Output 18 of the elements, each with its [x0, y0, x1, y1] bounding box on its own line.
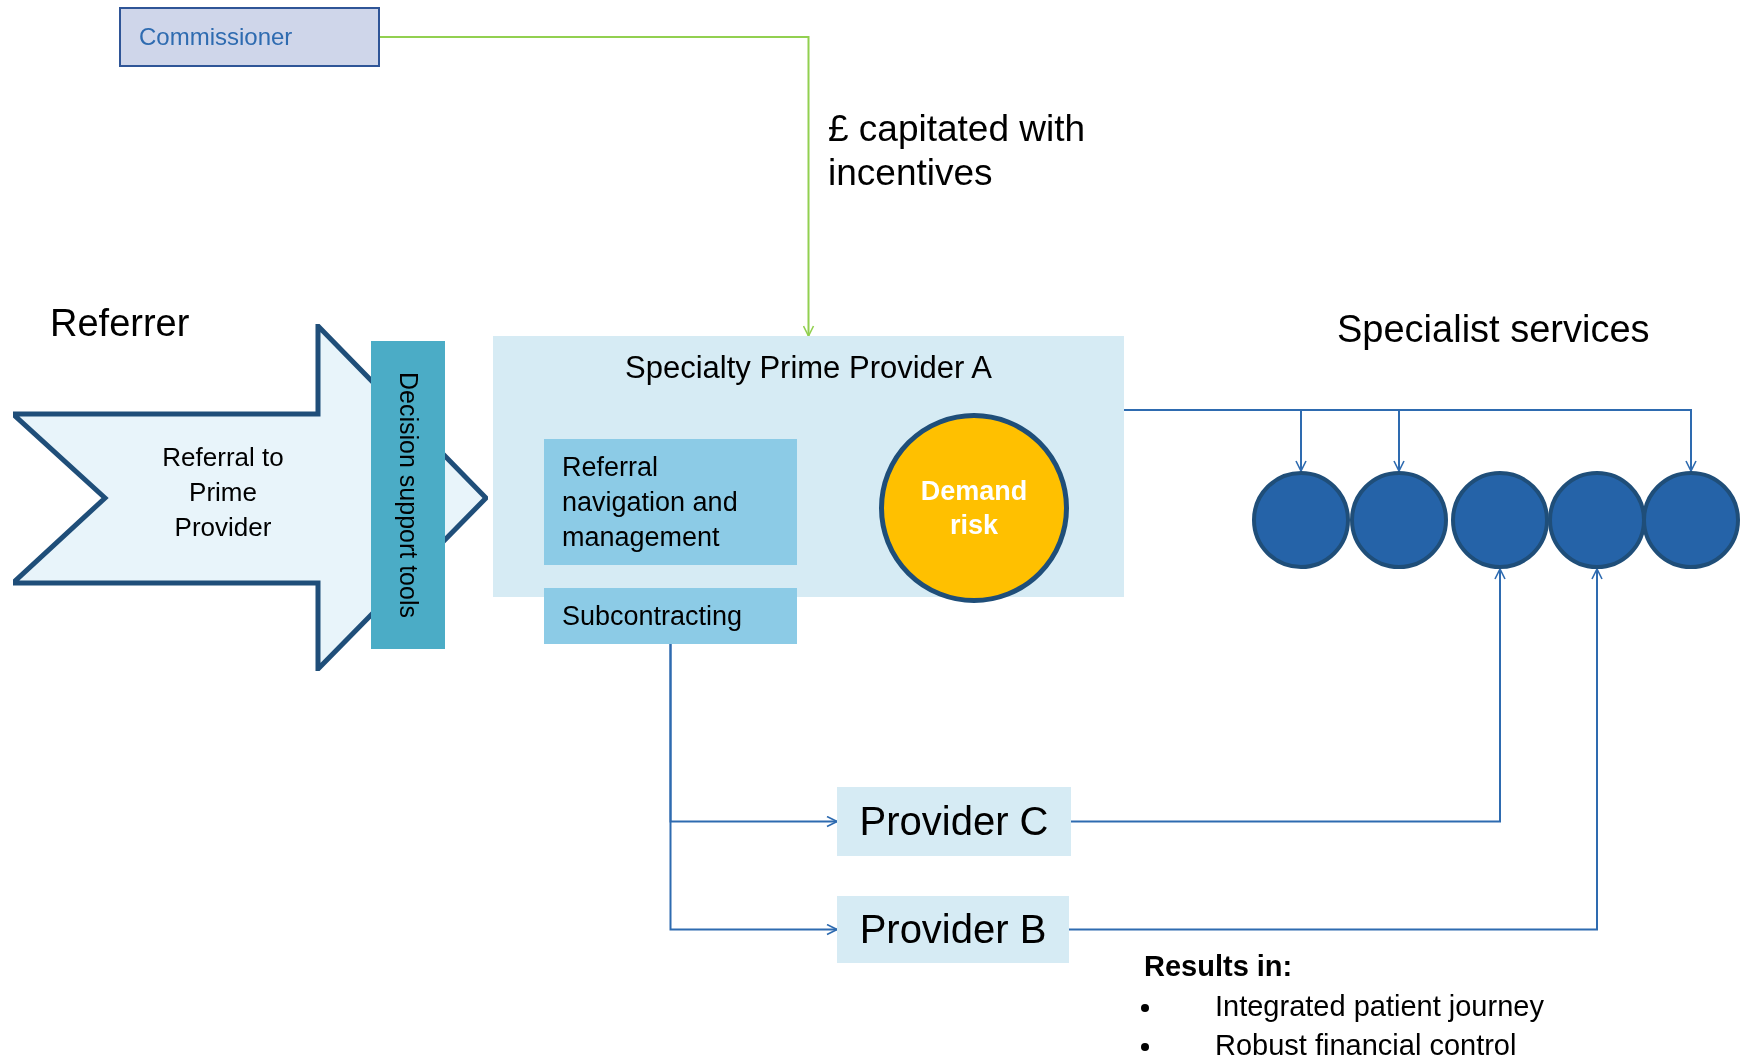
arrow — [669, 643, 838, 936]
arrow — [379, 36, 815, 337]
provider-box: Provider B — [837, 896, 1069, 963]
section-heading: Specialist services — [1337, 308, 1650, 351]
panel-title: Specialty Prime Provider A — [624, 350, 993, 386]
bullet-text: Integrated patient journey — [1215, 990, 1544, 1023]
arrow — [1068, 568, 1603, 931]
circle-text: Demand risk — [919, 475, 1029, 542]
arrow — [1070, 568, 1506, 823]
arrow-text: Referral to Prime Provider — [161, 441, 285, 544]
provider-box: Provider C — [837, 787, 1071, 856]
bullet-text: Robust financial control — [1215, 1029, 1517, 1061]
note-heading: Results in: — [1144, 950, 1293, 983]
process-box: Subcontracting — [544, 588, 797, 644]
heading: Referrer — [50, 302, 190, 345]
process-box: Referral navigation and management — [544, 439, 797, 565]
vertical-bar: Decision support tools — [371, 341, 445, 649]
process-box: Commissioner — [119, 7, 380, 67]
